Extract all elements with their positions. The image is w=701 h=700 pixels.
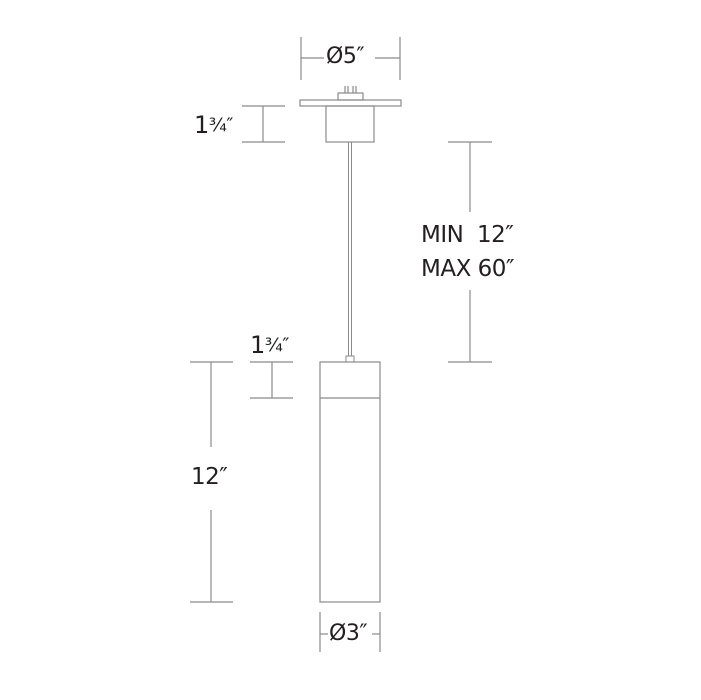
shade-diameter-dimension xyxy=(319,612,381,652)
shade-diameter-label: Ø3″ xyxy=(329,621,368,646)
canopy-diameter-dimension xyxy=(300,37,401,80)
canopy-connector xyxy=(337,92,364,101)
shade-cap-height-label: 1¾″ xyxy=(250,333,289,358)
canopy-height-label: 1¾″ xyxy=(194,113,233,138)
pendant-shade xyxy=(319,361,381,603)
canopy-height-whole: 1 xyxy=(194,111,209,139)
shade-height-dimension xyxy=(190,361,233,603)
canopy xyxy=(299,86,402,143)
shade-cap-height-whole: 1 xyxy=(250,331,265,359)
canopy-height-dimension xyxy=(242,105,285,143)
canopy-height-fraction: ¾″ xyxy=(208,114,234,136)
cable-length-dimension xyxy=(448,141,492,363)
shade-cap-height-fraction: ¾″ xyxy=(264,334,290,356)
suspension-cable xyxy=(345,142,355,363)
shade-cap-height-dimension xyxy=(250,361,293,399)
shade-height-label: 12″ xyxy=(191,464,228,490)
canopy-diameter-label: Ø5″ xyxy=(326,44,365,69)
cable-length-min-label: MIN 12″ xyxy=(421,222,514,248)
canopy-plate xyxy=(299,99,402,107)
canopy-body xyxy=(325,105,375,143)
cable-length-max-label: MAX 60″ xyxy=(421,256,515,282)
